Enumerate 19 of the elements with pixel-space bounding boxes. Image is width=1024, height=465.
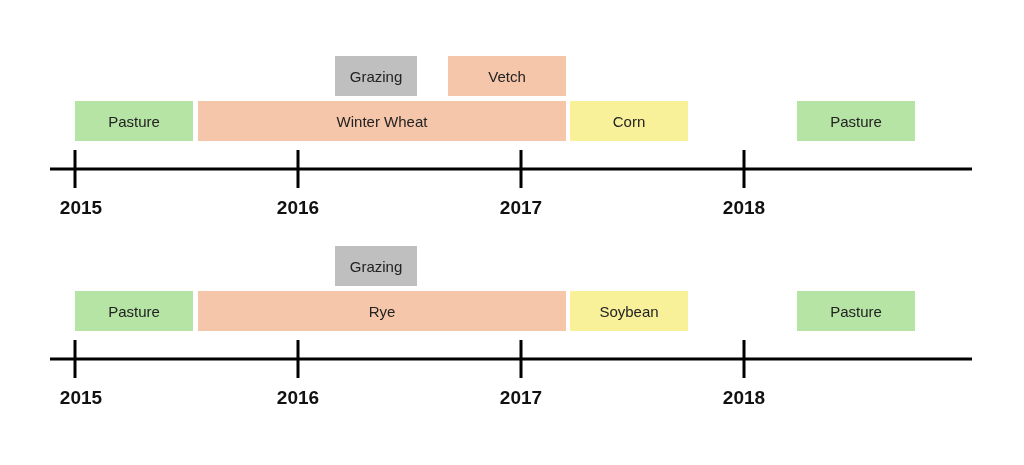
year-label: 2017 (498, 387, 544, 409)
year-label: 2016 (275, 197, 321, 219)
crop-period-bar: Grazing (335, 56, 417, 96)
year-label: 2015 (58, 387, 104, 409)
crop-period-bar: Pasture (797, 291, 915, 331)
crop-period-bar: Soybean (570, 291, 688, 331)
crop-period-bar: Winter Wheat (198, 101, 566, 141)
year-label: 2015 (58, 197, 104, 219)
crop-period-bar: Rye (198, 291, 566, 331)
year-label: 2018 (721, 387, 767, 409)
crop-period-bar: Pasture (75, 291, 193, 331)
year-label: 2017 (498, 197, 544, 219)
crop-period-bar: Pasture (75, 101, 193, 141)
crop-period-bar: Vetch (448, 56, 566, 96)
crop-period-bar: Pasture (797, 101, 915, 141)
year-label: 2018 (721, 197, 767, 219)
crop-period-bar: Corn (570, 101, 688, 141)
crop-period-bar: Grazing (335, 246, 417, 286)
year-label: 2016 (275, 387, 321, 409)
